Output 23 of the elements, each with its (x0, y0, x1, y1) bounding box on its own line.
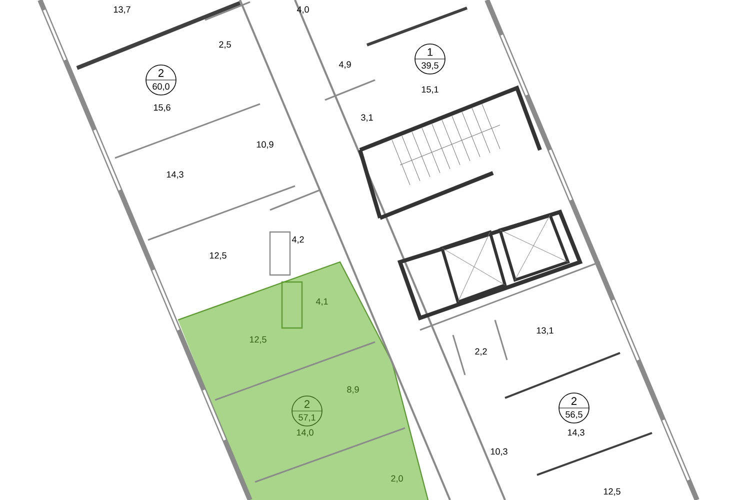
apartment-badge: 1 39,5 (414, 44, 446, 74)
room-area: 4,2 (292, 236, 304, 244)
room-area: 12,5 (250, 336, 266, 344)
room-area: 10,3 (490, 448, 508, 456)
room-area: 15,6 (154, 104, 170, 112)
room-area: 12,5 (210, 252, 226, 260)
room-area: 13,1 (536, 327, 554, 335)
room-area: 3,1 (361, 114, 373, 122)
room-area: 12,5 (604, 488, 620, 496)
room-area: 4,1 (316, 298, 328, 306)
room-area: 8,9 (347, 386, 359, 394)
room-area: 13,7 (114, 6, 130, 14)
room-area: 2,0 (391, 475, 403, 483)
room-area: 10,9 (256, 141, 274, 149)
room-area: 2,2 (475, 348, 487, 356)
room-area: 15,1 (422, 86, 438, 94)
apartment-badge: 2 57,1 (292, 396, 322, 426)
room-area: 4,9 (338, 61, 351, 69)
apartment-badge: 2 60,0 (146, 64, 176, 96)
room-area: 4,0 (296, 6, 309, 14)
room-area: 2,5 (219, 41, 231, 49)
room-area: 14,3 (166, 171, 184, 179)
apartment-badge: 2 56,5 (558, 392, 590, 424)
